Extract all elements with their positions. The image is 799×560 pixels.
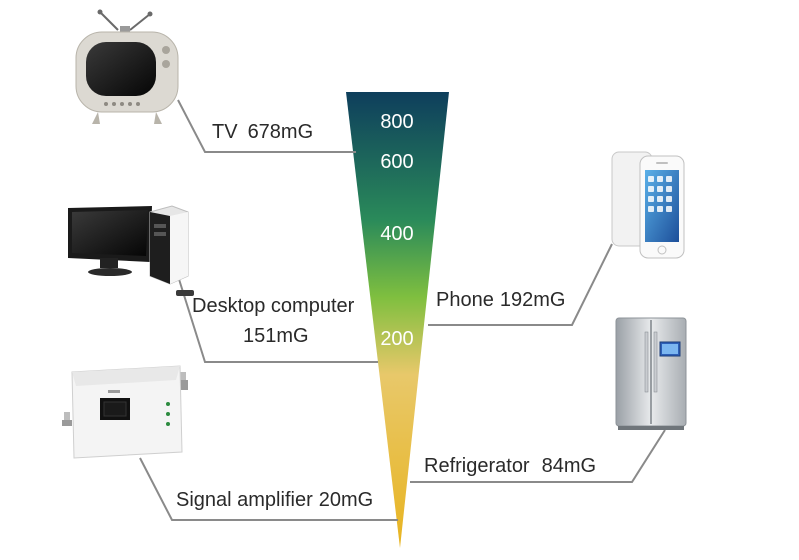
scale-tick-800: 800	[380, 111, 413, 133]
refrigerator-icon	[615, 317, 687, 430]
field-strength-scale	[346, 92, 449, 548]
leader-line-phone	[428, 243, 613, 326]
signal-amplifier-icon	[62, 365, 188, 459]
tv-icon	[75, 9, 179, 124]
leader-line-desktop	[177, 275, 378, 363]
desktop-computer-icon	[68, 205, 194, 296]
phone-icon	[611, 151, 685, 259]
desktop-computer-name: Desktop computer	[192, 295, 355, 317]
leader-line-tv	[177, 99, 356, 153]
scale-tick-200: 200	[380, 328, 413, 350]
leader-line-refrigerator	[410, 429, 666, 483]
leader-lines	[139, 99, 666, 521]
scale-tick-400: 400	[380, 223, 413, 245]
leader-line-signal-amplifier	[139, 457, 398, 521]
desktop-computer-value: 151mG	[243, 325, 309, 347]
scale-tick-600: 600	[380, 151, 413, 173]
